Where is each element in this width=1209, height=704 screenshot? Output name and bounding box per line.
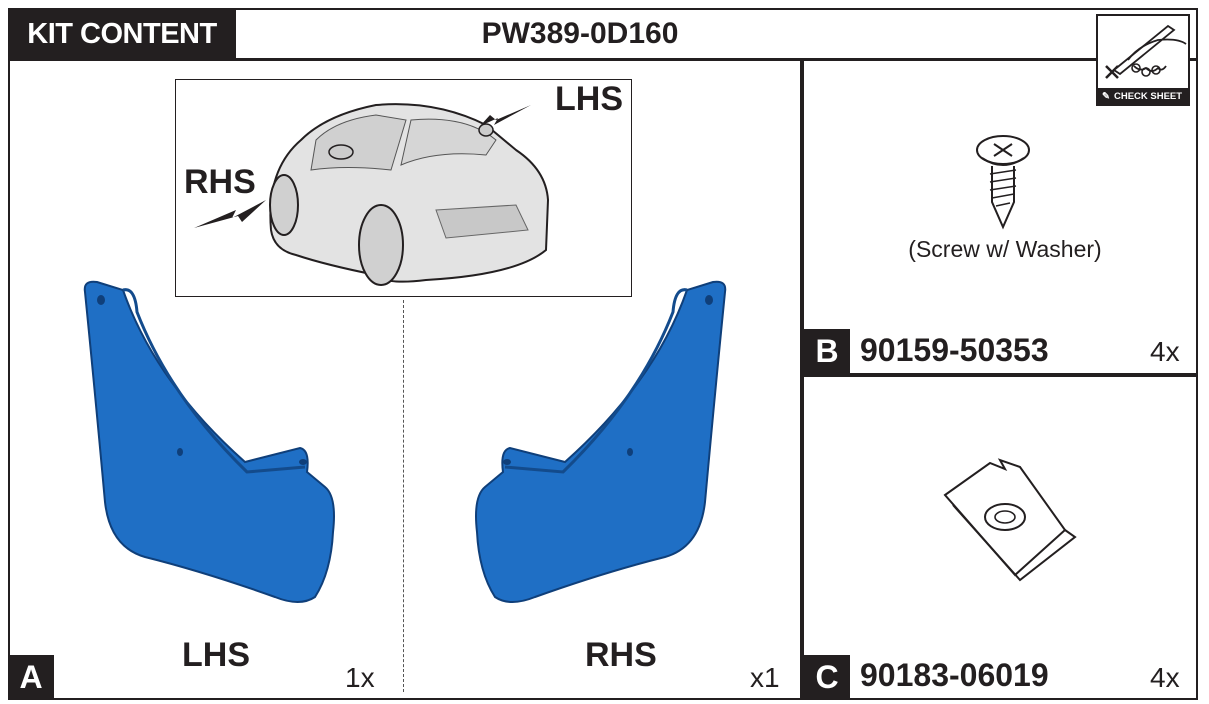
item-a-lhs-quantity: 1x — [345, 662, 375, 693]
hand-writing-icon — [1105, 24, 1187, 79]
section-label: KIT CONTENT — [8, 8, 236, 60]
column-divider — [800, 58, 804, 700]
row-divider — [800, 373, 1198, 377]
vehicle-illustration — [175, 79, 632, 297]
item-b-quantity: 4x — [1150, 336, 1180, 367]
check-sheet-badge: ✎ CHECK SHEET — [1096, 14, 1190, 106]
clip-nut-icon — [943, 458, 1077, 582]
check-sheet-bar: ✎ CHECK SHEET — [1098, 88, 1188, 104]
item-c-letter: C — [804, 655, 850, 700]
item-c-part-number: 90183-06019 — [860, 657, 1049, 693]
item-a-letter: A — [8, 655, 54, 700]
item-c-quantity: 4x — [1150, 662, 1180, 693]
mudflap-lhs-icon — [83, 280, 335, 603]
item-a-lhs-label: LHS — [182, 636, 250, 674]
header-divider — [8, 58, 1198, 61]
car-icon — [194, 103, 550, 286]
item-b-caption: (Screw w/ Washer) — [908, 236, 1102, 262]
screw-icon — [976, 135, 1030, 230]
vehicle-rhs-label: RHS — [184, 163, 256, 201]
check-sheet-label: CHECK SHEET — [1113, 90, 1183, 102]
lhs-rhs-divider — [403, 300, 404, 692]
mudflap-rhs-icon — [475, 280, 727, 603]
item-b-letter: B — [804, 329, 850, 374]
kit-part-number: PW389-0D160 — [481, 17, 679, 50]
item-a-rhs-label: RHS — [585, 636, 657, 674]
pen-icon: ✎ — [1102, 90, 1110, 102]
kit-content-frame — [8, 8, 1198, 700]
vehicle-lhs-label: LHS — [555, 80, 623, 118]
item-b-part-number: 90159-50353 — [860, 332, 1049, 368]
item-a-rhs-quantity: x1 — [750, 662, 780, 693]
